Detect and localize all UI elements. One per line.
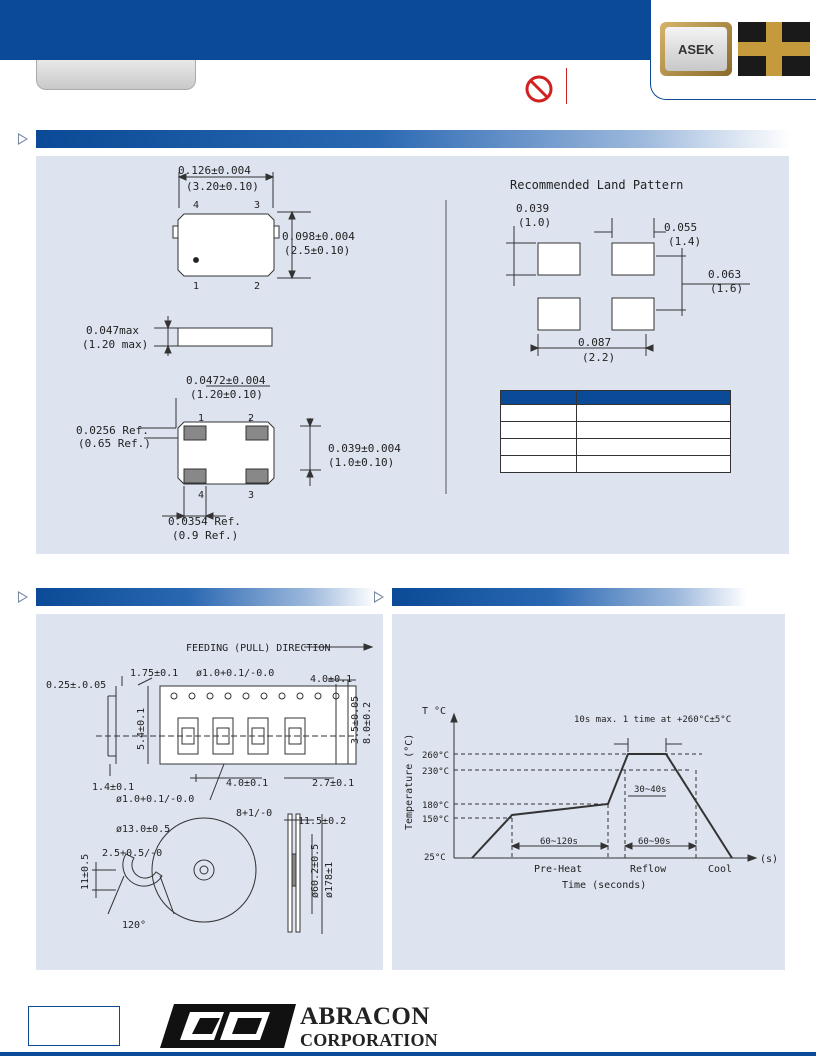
- section-arrow-icon: [374, 591, 384, 603]
- tick-180: 180°C: [422, 801, 449, 811]
- dimension-drawings: 0.126±0.004 (3.20±0.10) 4 3 1 2 0.098±0.…: [76, 164, 750, 542]
- ref2-mm: (0.9 Ref.): [172, 529, 238, 542]
- brand-name: ABRACON: [300, 1003, 430, 1030]
- land-a-inch: 0.039: [516, 202, 549, 215]
- thickness-mm: (1.20 max): [82, 338, 148, 351]
- height-inch: 0.098±0.004: [282, 230, 355, 243]
- tape-dim-7: 8.0±0.2: [362, 702, 373, 744]
- reel-dim-8: ø178±1: [324, 862, 335, 898]
- width-inch: 0.126±0.004: [178, 164, 251, 177]
- pin-label-2b: 2: [248, 413, 254, 424]
- tape-dim-2: 1.75±0.1: [130, 668, 178, 679]
- pin-label-1: 1: [193, 281, 199, 292]
- peak-note: 10s max. 1 time at +260°C±5°C: [574, 715, 731, 725]
- spec-table: [500, 390, 731, 473]
- product-badge: ASEK: [665, 27, 727, 71]
- abracon-logo-mark: [160, 1004, 296, 1048]
- reel-dim-6: 11.5±0.2: [298, 816, 346, 827]
- land-a-mm: (1.0): [518, 216, 551, 229]
- tape-dim-9: 4.0±0.1: [226, 778, 268, 789]
- reel-dim-4: 120°: [122, 920, 146, 931]
- tick-150: 150°C: [422, 815, 449, 825]
- ref1-mm: (0.65 Ref.): [78, 437, 151, 450]
- width-mm: (3.20±0.10): [186, 180, 259, 193]
- dimensions-panel: [36, 156, 789, 554]
- package-bottom-image: [738, 22, 810, 76]
- section-bar-dimensions: [36, 130, 791, 148]
- pin-label-3b: 3: [248, 490, 254, 501]
- tick-230: 230°C: [422, 767, 449, 777]
- feed-direction: FEEDING (PULL) DIRECTION: [186, 643, 331, 654]
- reflow-profile-chart: T °C Temperature (°C) 260°C 230°C 180°C …: [404, 706, 778, 891]
- section-arrow-icon: [18, 591, 28, 603]
- tape-dim-8: 1.4±0.1: [92, 782, 134, 793]
- brand-subtitle: CORPORATION: [300, 1030, 438, 1050]
- tape-reel-panel: [36, 614, 383, 970]
- section-bar-reflow: [392, 588, 747, 606]
- land-b-inch: 0.055: [664, 221, 697, 234]
- tape-dim-4: 4.0±0.1: [310, 674, 352, 685]
- header-bar: [0, 0, 650, 60]
- page-number-box: [28, 1006, 120, 1046]
- tape-dim-5: 5.4±0.1: [136, 708, 147, 750]
- pin-label-4: 4: [193, 200, 199, 211]
- window-30-40: 30~40s: [634, 785, 667, 795]
- section-bar-tape-reel: [36, 588, 376, 606]
- land-b-mm: (1.4): [668, 235, 701, 248]
- tape-dim-11: ø1.0+0.1/-0.0: [116, 794, 194, 805]
- land-c-inch: 0.063: [708, 268, 741, 281]
- section-arrow-icon: [18, 133, 28, 145]
- reflow-y-label: Temperature (°C): [404, 734, 415, 830]
- reflow-x-unit: (s): [760, 854, 778, 865]
- reel-dim-5: 8+1/-0: [236, 808, 272, 819]
- pin-label-2: 2: [254, 281, 260, 292]
- land-c-mm: (1.6): [710, 282, 743, 295]
- footer-rule: [0, 1052, 816, 1056]
- crystal-package-image: ASEK: [660, 22, 732, 76]
- stage-preheat: Pre-Heat: [534, 864, 582, 875]
- tape-reel-drawing: FEEDING (PULL) DIRECTION 0.25±.0.05 1.75…: [46, 643, 374, 934]
- pin-label-1b: 1: [198, 413, 204, 424]
- reflow-x-label: Time (seconds): [562, 880, 646, 891]
- reflow-panel: [392, 614, 785, 970]
- land-pattern-title: Recommended Land Pattern: [510, 178, 683, 192]
- land-d-mm: (2.2): [582, 351, 615, 364]
- tape-dim-1: 0.25±.0.05: [46, 680, 106, 691]
- land-d-inch: 0.087: [578, 336, 611, 349]
- pad-height-mm: (1.0±0.10): [328, 456, 394, 469]
- reflow-y-unit: T °C: [422, 706, 446, 717]
- thickness-inch: 0.047max: [86, 324, 139, 337]
- tape-dim-3: ø1.0+0.1/-0.0: [196, 668, 274, 679]
- reel-dim-1: ø13.0±0.5: [116, 824, 170, 835]
- window-60-120: 60~120s: [540, 837, 578, 847]
- height-mm: (2.5±0.10): [284, 244, 350, 257]
- pin-label-3: 3: [254, 200, 260, 211]
- tick-25: 25°C: [424, 853, 446, 863]
- ref1-inch: 0.0256 Ref.: [76, 424, 149, 437]
- prohibited-icon: [525, 75, 553, 103]
- pad-width-mm: (1.20±0.10): [190, 388, 263, 401]
- pad-height-inch: 0.039±0.004: [328, 442, 401, 455]
- tape-dim-6: 3.5±0.05: [350, 696, 361, 744]
- ref2-inch: 0.0354 Ref.: [168, 515, 241, 528]
- header-tab: [36, 60, 196, 90]
- header-divider: [566, 68, 567, 104]
- stage-cool: Cool: [708, 864, 732, 875]
- pin-label-4b: 4: [198, 490, 204, 501]
- pad-width-inch: 0.0472±0.004: [186, 374, 266, 387]
- tick-260: 260°C: [422, 751, 449, 761]
- reel-dim-7: ø60.2±0.5: [310, 844, 321, 898]
- window-60-90: 60~90s: [638, 837, 671, 847]
- reel-dim-2: 2.5+0.5/-0: [102, 848, 162, 859]
- stage-reflow: Reflow: [630, 864, 667, 875]
- tape-dim-10: 2.7±0.1: [312, 778, 354, 789]
- reel-dim-3: 11±0.5: [80, 854, 91, 890]
